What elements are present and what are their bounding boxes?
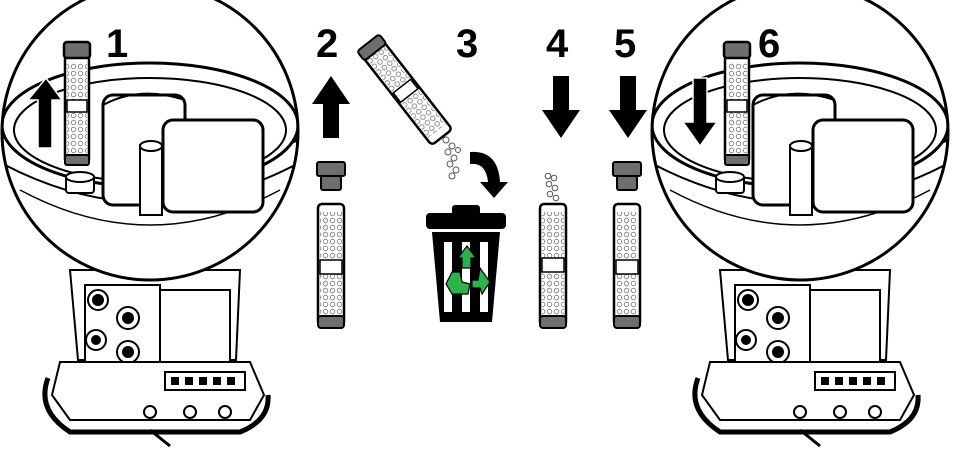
magnifier-circle-right xyxy=(640,0,954,300)
step-number-6: 6 xyxy=(758,24,780,64)
step-number-3: 3 xyxy=(456,24,478,64)
desiccant-tube-step3 xyxy=(357,34,453,146)
step-number-2: 2 xyxy=(316,24,338,64)
step4-graphic xyxy=(540,76,580,328)
step-number-5: 5 xyxy=(614,24,636,64)
desiccant-tube-step5 xyxy=(614,204,640,328)
step-number-4: 4 xyxy=(546,24,568,64)
falling-beads xyxy=(545,173,559,201)
desiccant-tube-step2 xyxy=(318,204,344,328)
down-arrow-icon xyxy=(609,76,647,138)
curved-arrow-icon xyxy=(470,152,508,198)
step2-graphic xyxy=(312,76,350,328)
step3-graphic xyxy=(357,34,508,322)
desiccant-tube-step1 xyxy=(64,42,90,165)
step5-graphic xyxy=(609,76,647,328)
up-arrow-icon xyxy=(312,76,350,138)
desiccant-tube-step6 xyxy=(724,42,750,165)
magnifier-circle-left xyxy=(0,0,320,300)
logger-body-right xyxy=(695,270,918,446)
cap-icon xyxy=(317,162,345,190)
logger-body-left xyxy=(45,270,268,446)
cap-icon xyxy=(613,162,641,190)
step-number-1: 1 xyxy=(106,24,128,64)
down-arrow-icon xyxy=(542,76,580,138)
falling-beads xyxy=(443,137,461,179)
desiccant-tube-step4 xyxy=(540,204,566,328)
